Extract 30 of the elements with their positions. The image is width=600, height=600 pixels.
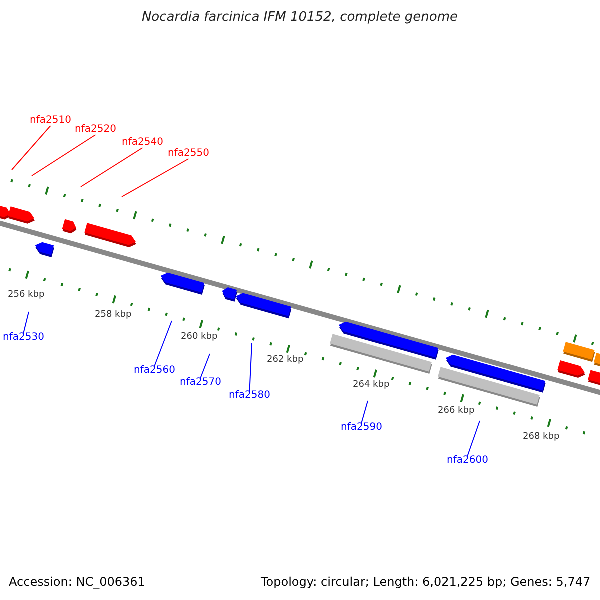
tick-label: 264 kbp [353, 381, 390, 390]
leader-line [32, 134, 96, 176]
leader-line [12, 126, 52, 170]
gene-label: nfa2540 [122, 138, 164, 148]
gene-label: nfa2550 [168, 149, 210, 159]
chart-title: Nocardia farcinica IFM 10152, complete genome [140, 11, 460, 24]
leader-line [361, 400, 368, 424]
tick-label: 266 kbp [438, 407, 475, 416]
gene-label: nfa2520 [75, 125, 116, 135]
gene-label: nfa2590 [341, 423, 382, 433]
summary-text: Topology: circular; Length: 6,021,225 bp; Genes: 5,747 [261, 576, 591, 588]
leader-line [467, 420, 480, 456]
leader-line [23, 312, 30, 334]
gene-label: nfa2560 [134, 366, 176, 376]
tick-label: 258 kbp [95, 311, 132, 320]
leader-line [249, 342, 252, 392]
gene-label: nfa2530 [3, 333, 44, 343]
leader-line [154, 320, 172, 366]
accession-text: Accession: NC_006361 [9, 576, 146, 588]
tick-label: 262 kbp [267, 356, 304, 365]
leader-line [200, 354, 210, 378]
gene-label: nfa2570 [180, 378, 222, 388]
gene-label: nfa2510 [30, 116, 72, 126]
gene-label: nfa2580 [229, 391, 270, 401]
leader-line [122, 158, 190, 198]
tick-label: 256 kbp [8, 291, 45, 300]
tick-label: 268 kbp [523, 433, 560, 442]
tick-label: 260 kbp [181, 333, 218, 342]
leader-line [80, 148, 144, 188]
gene-label: nfa2600 [447, 456, 488, 466]
